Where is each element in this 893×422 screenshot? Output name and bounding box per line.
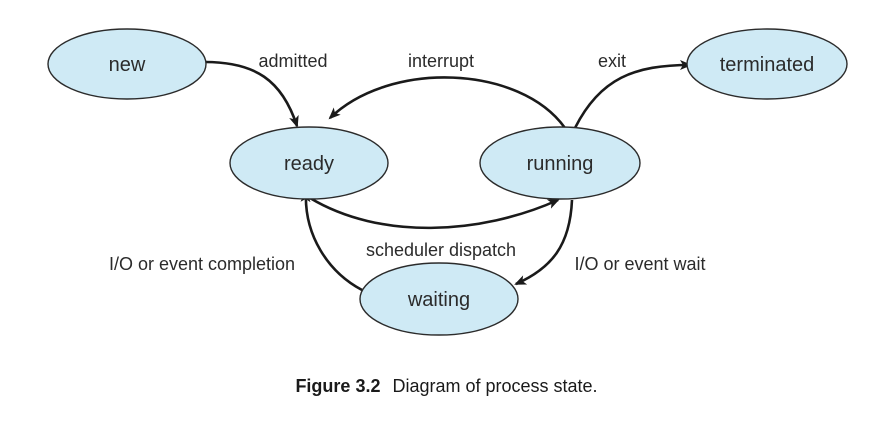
edge-admitted — [204, 60, 299, 128]
state-running-label: running — [527, 153, 594, 175]
figure-caption: Figure 3.2 Diagram of process state. — [0, 376, 893, 397]
label-scheduler-dispatch: scheduler dispatch — [366, 240, 516, 260]
state-running: running — [479, 126, 641, 200]
edge-io-wait — [514, 199, 574, 286]
state-ready-label: ready — [284, 153, 334, 175]
state-waiting-label: waiting — [407, 289, 470, 311]
state-terminated-label: terminated — [720, 54, 815, 76]
state-terminated: terminated — [686, 28, 848, 100]
figure-number: Figure 3.2 — [295, 376, 381, 396]
state-ready: ready — [229, 126, 389, 200]
edge-interrupt — [328, 76, 567, 129]
figure-caption-text: Diagram of process state. — [392, 376, 598, 396]
label-io-completion: I/O or event completion — [109, 254, 295, 274]
edge-exit — [573, 60, 692, 129]
label-io-wait: I/O or event wait — [574, 254, 705, 274]
label-interrupt: interrupt — [408, 51, 474, 71]
edge-io-completion — [300, 190, 363, 292]
edge-scheduler-dispatch — [309, 196, 560, 230]
state-waiting: waiting — [359, 262, 519, 336]
label-exit: exit — [598, 51, 626, 71]
state-new-label: new — [109, 54, 146, 76]
label-admitted: admitted — [258, 51, 327, 71]
state-new: new — [47, 28, 207, 100]
